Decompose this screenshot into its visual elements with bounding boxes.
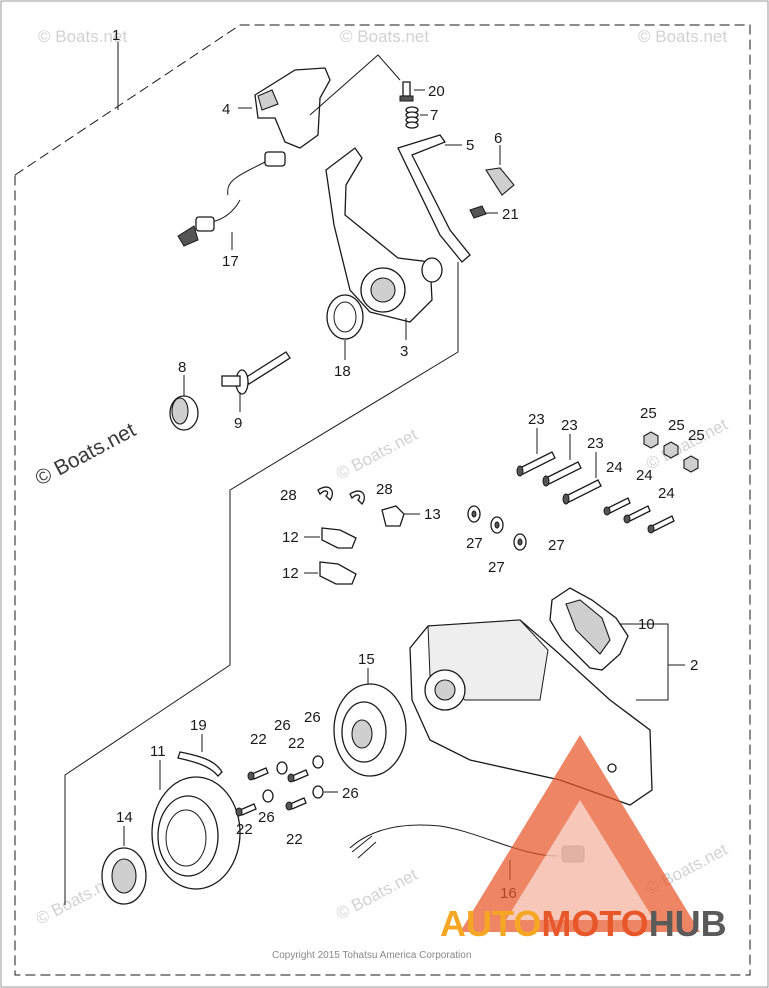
leader-line [620, 623, 669, 701]
part-24-screws [603, 497, 675, 534]
callout-25c: 25 [688, 427, 705, 444]
part-11-hole [165, 809, 207, 867]
callout-12a: 12 [282, 529, 299, 546]
callout-9: 9 [234, 415, 242, 432]
part-9-stub [221, 375, 241, 387]
part-20-head [399, 95, 414, 102]
callout-23c: 23 [587, 435, 604, 452]
callout-10: 10 [638, 616, 655, 633]
part-6-plate [485, 167, 515, 196]
part-13-pin [381, 505, 405, 527]
watermark-text: © Boats.net [333, 865, 421, 924]
part-16-leads [351, 835, 377, 859]
part-25-nuts [643, 431, 699, 473]
callout-26b: 26 [304, 709, 321, 726]
callout-26a: 26 [274, 717, 291, 734]
part-10-cutout [565, 599, 611, 655]
watermark-text: © Boats.net [38, 27, 127, 46]
callout-19: 19 [190, 717, 207, 734]
assembly-boundary [14, 24, 751, 976]
callout-17: 17 [222, 253, 239, 270]
part-4-grip [254, 67, 331, 149]
logo-text: AUTOMOTOHUB [440, 903, 727, 944]
part-12-bracket [319, 561, 357, 585]
callout-25a: 25 [640, 405, 657, 422]
callout-6: 6 [494, 130, 502, 147]
part-21-screw [469, 205, 487, 219]
callout-13: 13 [424, 506, 441, 523]
automotohub-logo: AUTOMOTOHUB [440, 735, 727, 944]
part-18-hole [333, 301, 357, 333]
callout-22c: 22 [236, 821, 253, 838]
part-3-hub [421, 257, 443, 283]
callout-24a: 24 [606, 459, 623, 476]
logo-triangle-inner [506, 800, 654, 920]
callout-23a: 23 [528, 411, 545, 428]
callout-24b: 24 [636, 467, 653, 484]
part-27-washers [467, 505, 527, 551]
part-23-screws [516, 451, 602, 505]
part-17-connector [264, 151, 286, 167]
callout-24c: 24 [658, 485, 675, 502]
callout-21: 21 [502, 206, 519, 223]
part-22-screws [235, 767, 309, 817]
callout-22b: 22 [288, 735, 305, 752]
callout-27b: 27 [488, 559, 505, 576]
callout-4: 4 [222, 101, 230, 118]
part-5-lever [397, 134, 471, 263]
part-9-shaft [244, 351, 291, 385]
callout-3: 3 [400, 343, 408, 360]
callout-28a: 28 [280, 487, 297, 504]
part-2-gear-hub [434, 679, 456, 701]
callout-26c: 26 [258, 809, 275, 826]
callout-8: 8 [178, 359, 186, 376]
callout-28b: 28 [376, 481, 393, 498]
part-7-spring [405, 106, 419, 129]
part-8-face [171, 397, 189, 425]
callout-27c: 27 [548, 537, 565, 554]
callout-2: 2 [690, 657, 698, 674]
part-28-clip [317, 486, 333, 501]
part-19-strip [177, 751, 223, 777]
part-26-washers [262, 755, 324, 803]
part-4-detail [257, 89, 279, 111]
callout-15: 15 [358, 651, 375, 668]
part-3-hole [370, 277, 396, 303]
watermark-text: © Boats.net [638, 27, 727, 46]
callout-18: 18 [334, 363, 351, 380]
watermark-text: © Boats.net [32, 418, 140, 490]
part-28-clip [349, 490, 365, 505]
callout-23b: 23 [561, 417, 578, 434]
watermark-text: © Boats.net [333, 425, 421, 484]
callout-14: 14 [116, 809, 133, 826]
callout-22a: 22 [250, 731, 267, 748]
callout-25b: 25 [668, 417, 685, 434]
leader-line [309, 54, 401, 116]
callout-12b: 12 [282, 565, 299, 582]
callout-5: 5 [466, 137, 474, 154]
part-17-wire [211, 161, 266, 223]
part-20-screw [402, 81, 411, 97]
part-12-bracket [321, 527, 357, 549]
callout-22d: 22 [286, 831, 303, 848]
copyright-text: Copyright 2015 Tohatsu America Corporati… [272, 950, 471, 961]
callout-11: 11 [150, 743, 166, 760]
callout-7: 7 [430, 107, 438, 124]
callout-26d: 26 [342, 785, 359, 802]
callout-1: 1 [112, 27, 120, 44]
part-17-plug [177, 225, 199, 247]
group-bracket [64, 262, 459, 905]
watermark-text: © Boats.net [340, 27, 429, 46]
part-15-hub [351, 719, 373, 749]
part-2-hole [607, 763, 617, 773]
part-14-center [111, 858, 137, 894]
callout-20: 20 [428, 83, 445, 100]
part-17-connector [195, 216, 215, 232]
callout-27a: 27 [466, 535, 483, 552]
